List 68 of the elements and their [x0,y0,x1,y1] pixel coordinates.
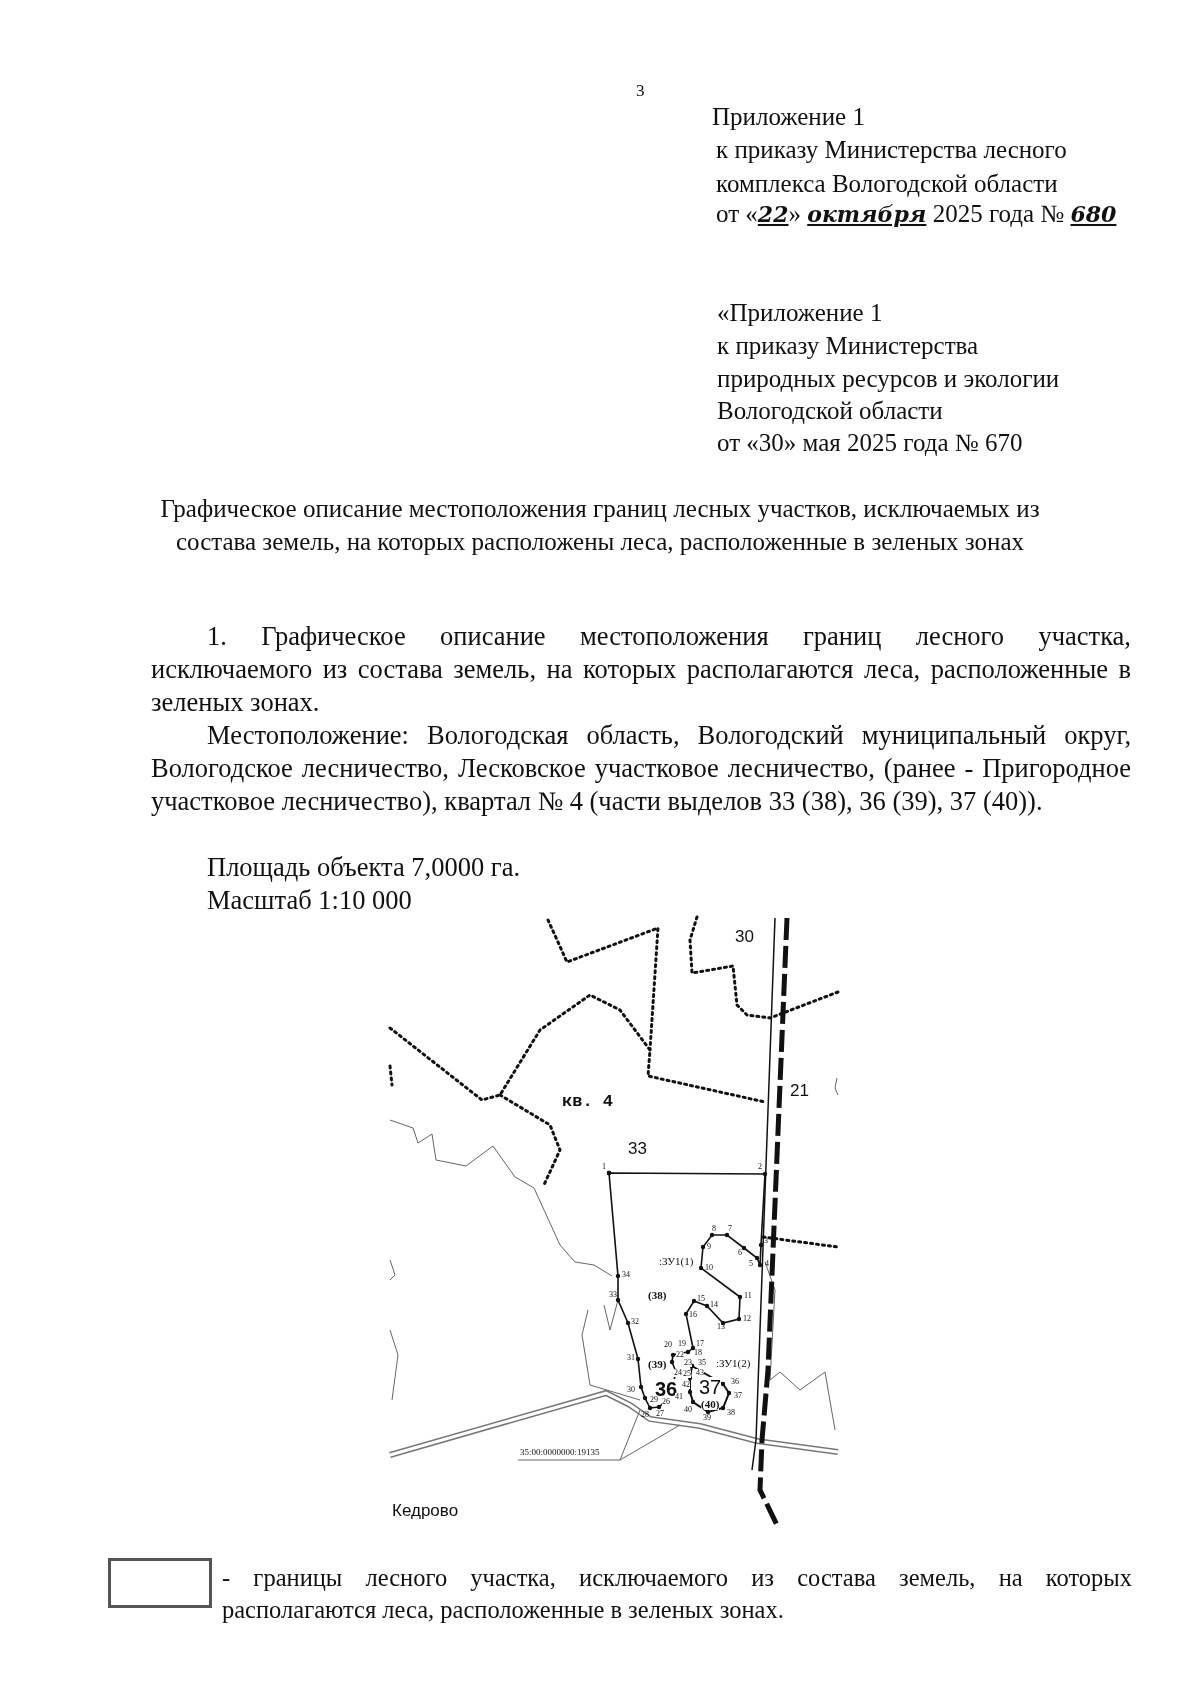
map-label: (38) [648,1290,667,1301]
map-label: кв. 4 [562,1093,613,1110]
point-number: 37 [734,1392,742,1400]
header-text: «Приложение 1 [717,300,883,325]
point-number: 25 [683,1370,691,1378]
point-number: 12 [743,1315,751,1323]
point-number: 11 [744,1292,752,1300]
header-text: от «30» мая 2025 года № 670 [717,430,1023,455]
point-number: 19 [678,1340,686,1348]
point-number: 14 [710,1301,718,1309]
point-number: 34 [622,1271,630,1279]
point-number: 18 [694,1349,702,1357]
body-paragraph: Масштаб 1:10 000 [206,884,413,917]
point-number: 39 [703,1414,711,1422]
point-number: 6 [738,1249,742,1257]
header-text: Вологодской области [717,398,943,423]
map-label: :ЗУ1(2) [716,1358,751,1369]
header-text: от «22» октября 2025 года № 680 [716,201,1117,226]
point-number: 29 [650,1396,658,1404]
map-label: (40) [701,1399,720,1410]
point-number: 20 [664,1341,672,1349]
point-number: 4 [765,1260,769,1268]
point-number: 32 [631,1318,639,1326]
point-number: 35 [698,1359,706,1367]
map-label: 21 [790,1082,809,1099]
point-number: 24 [674,1369,682,1377]
point-number: 17 [696,1340,704,1348]
map-label: 30 [735,928,754,945]
point-number: 7 [728,1225,732,1233]
legend-text: - границы лесного участка, исключаемого из состава земель, на которых располагаются леса, расположенные в зеленых зонах. [222,1563,1132,1625]
point-number: 10 [705,1264,713,1272]
header-text: Приложение 1 [712,104,865,129]
point-number: 1 [602,1163,606,1171]
header-text: к приказу Министерства лесного [716,137,1067,162]
point-number: 22 [676,1351,684,1359]
point-number: 41 [675,1393,683,1401]
point-number: 8 [712,1225,716,1233]
point-number: 2 [758,1163,762,1171]
point-number: 42 [682,1381,690,1389]
point-number: 27 [656,1410,664,1418]
body-paragraph: 1. Графическое описание местоположения границ лесного участка, исключаемого из состава земель, на которых располагаются леса, расположенные в зеленых зонах. [151,620,1131,719]
point-number: 5 [749,1260,753,1268]
map-label: :ЗУ1(1) [659,1256,694,1267]
point-number: 31 [627,1354,635,1362]
title: Графическое описание местоположения границ лесных участков, исключаемых из состава земель, на которых расположены леса, расположенные в зеленых зонах [159,494,1041,557]
point-number: 38 [727,1409,735,1417]
map-label: (39) [648,1359,667,1370]
point-number: 33 [609,1291,617,1299]
point-number: 26 [662,1398,670,1406]
header-text: к приказу Министерства [717,333,979,358]
map-label: Кедрово [392,1502,459,1519]
point-number: 43 [696,1369,704,1377]
point-number: 9 [707,1243,711,1251]
body-paragraph: Местоположение: Вологодская область, Вологодский муниципальный округ, Вологодское лесничество, Лесковское участковое лесничество, (ранее - Пригородное участковое лесничество), квартал № 4 (части выделов 33 (38), 36 (39), 37 (40)). [151,719,1131,818]
header-text: комплекса Вологодской области [716,171,1058,196]
point-number: 16 [689,1311,697,1319]
map-label: 33 [628,1140,647,1157]
point-number: 15 [697,1295,705,1303]
point-number: 23 [684,1359,692,1367]
header-text: природных ресурсов и экологии [717,366,1060,391]
page-number: 3 [636,82,645,99]
body-paragraph: Площадь объекта 7,0000 га. [206,851,522,884]
map-label: 35:00:0000000:19135 [520,1448,600,1457]
point-number: 30 [627,1386,635,1394]
point-number: 36 [731,1378,739,1386]
map-label: 37 [699,1377,722,1397]
point-number: 40 [684,1406,692,1414]
point-number: 28 [641,1411,649,1419]
